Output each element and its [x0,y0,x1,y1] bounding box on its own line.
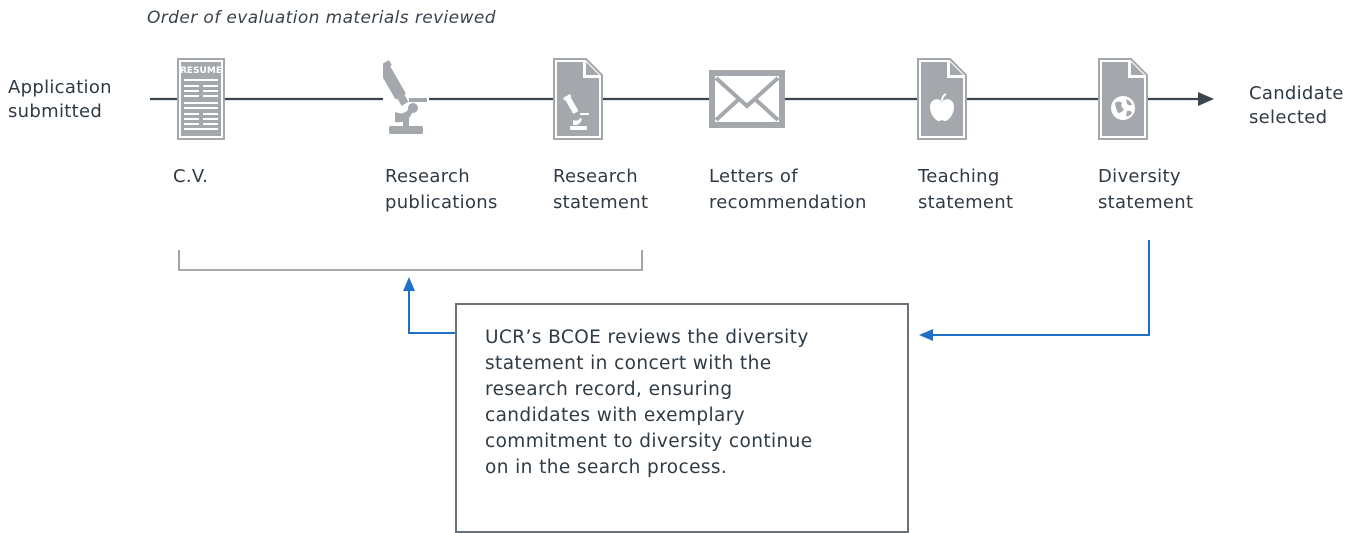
step-label-diversity-statement-line-1: Diversity [1098,166,1181,187]
end-label: Candidate selected [1249,82,1344,130]
callout-line-3: research record, ensuring [485,379,733,400]
arrow-to-bracket-head [403,277,415,291]
timeline-arrowhead [1198,92,1214,106]
document-apple-icon [917,58,967,140]
start-label: Application submitted [8,76,112,124]
microscope-icon [383,60,429,138]
step-label-teaching-statement-line-2: statement [918,192,1014,213]
step-label-teaching-statement-line-1: Teaching [918,166,1000,187]
arrow-to-bracket [408,290,455,334]
arrow-from-diversity [932,240,1150,336]
diagram-title: Order of evaluation materials reviewed [147,8,496,28]
callout-line-1: UCR’s BCOE reviews the diversity [485,327,809,348]
arrow-from-diversity-head [919,329,933,341]
callout-line-4: candidates with exemplary [485,405,746,426]
step-label-research-publications-line-1: Research [385,166,470,187]
document-microscope-icon [553,58,603,140]
step-label-research-statement-line-1: Research [553,166,638,187]
envelope-icon [709,70,785,128]
step-label-research-publications-line-2: publications [385,192,498,213]
step-label-diversity-statement: Diversity statement [1098,164,1193,216]
document-globe-icon [1098,58,1148,140]
step-label-letters-line-2: recommendation [709,192,867,213]
step-label-letters-of-recommendation: Letters of recommendation [709,164,867,216]
start-label-line-1: Application [8,77,112,98]
step-label-diversity-statement-line-2: statement [1098,192,1194,213]
bracket [178,250,643,271]
callout-line-5: commitment to diversity continue [485,431,813,452]
resume-icon-text: RESUME [180,66,222,76]
step-label-cv-line-1: C.V. [173,166,209,187]
step-label-research-statement-line-2: statement [553,192,649,213]
step-label-cv: C.V. [173,164,208,190]
step-label-letters-line-1: Letters of [709,166,798,187]
step-label-research-statement: Research statement [553,164,648,216]
step-label-research-publications: Research publications [385,164,498,216]
end-label-line-2: selected [1249,107,1328,128]
start-label-line-2: submitted [8,101,103,122]
end-label-line-1: Candidate [1249,83,1344,104]
resume-icon: RESUME [177,58,225,140]
step-label-teaching-statement: Teaching statement [918,164,1013,216]
callout-line-6: on in the search process. [485,457,728,478]
callout-box: UCR’s BCOE reviews the diversity stateme… [455,303,909,533]
callout-line-2: statement in concert with the [485,353,772,374]
diagram-connectors [150,92,1214,341]
